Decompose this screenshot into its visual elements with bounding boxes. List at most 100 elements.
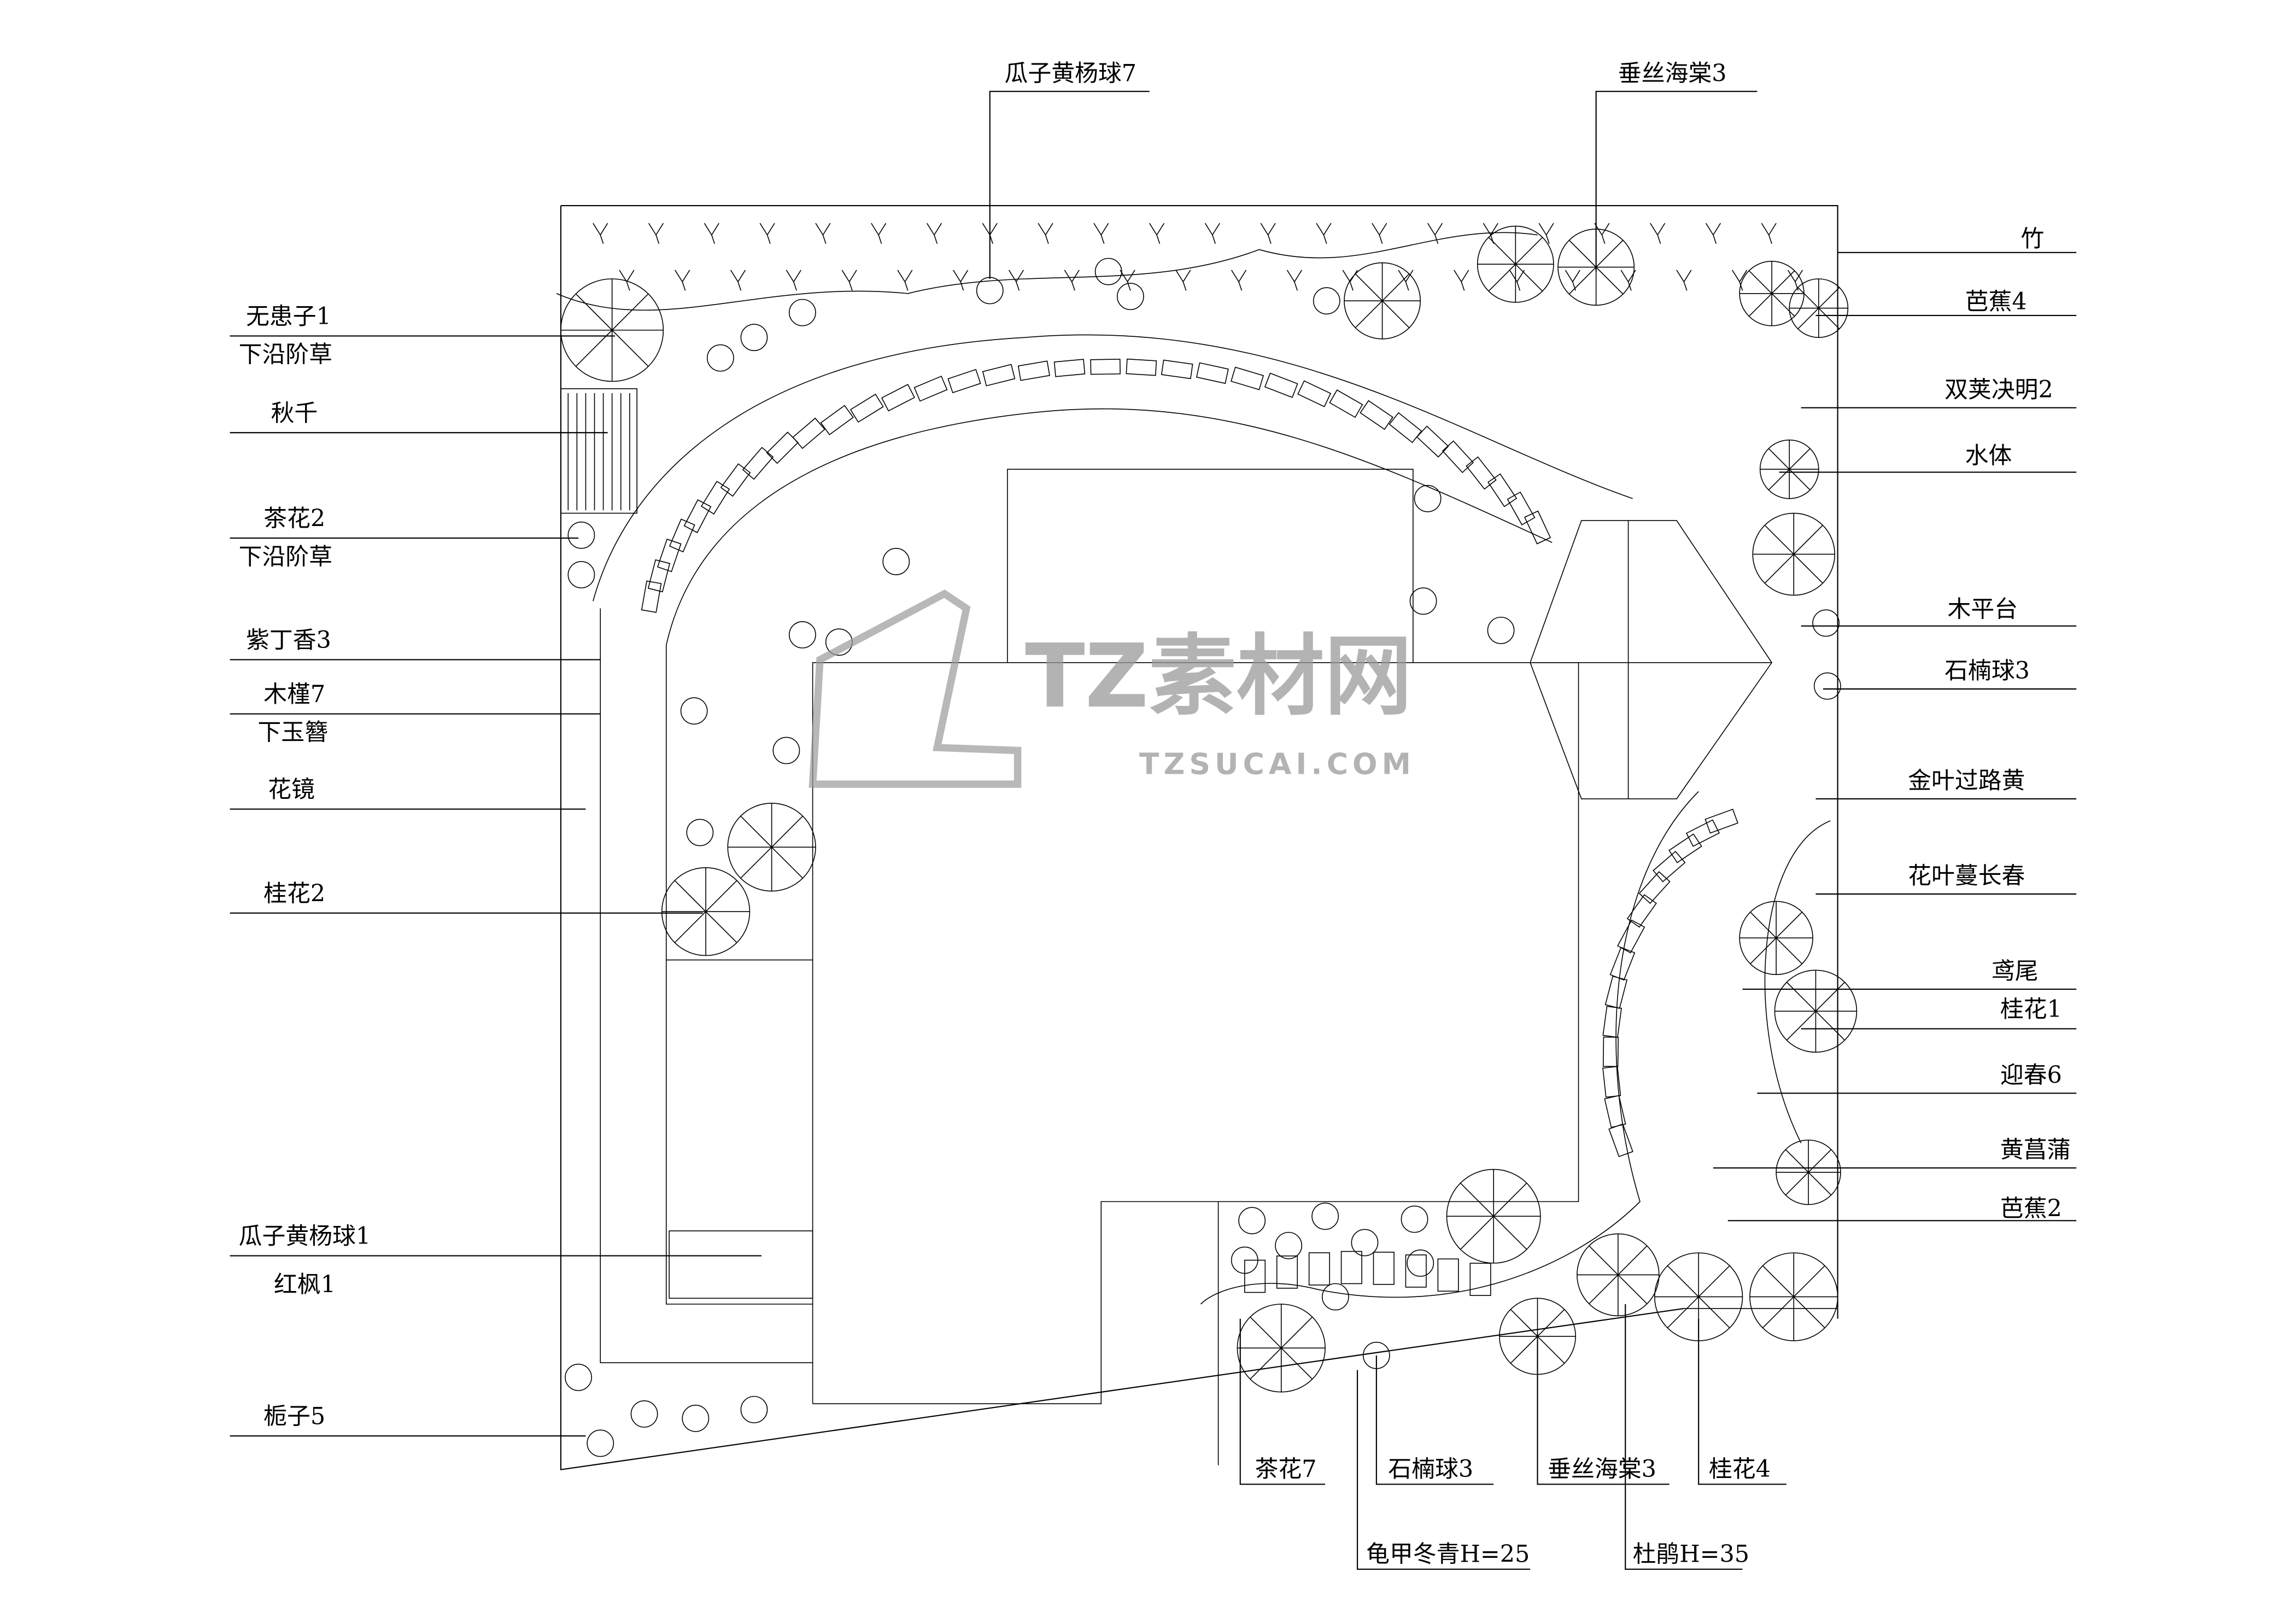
groundcover-mark: [1064, 270, 1080, 291]
groundcover-mark: [1538, 223, 1554, 244]
groundcover-mark: [759, 223, 775, 244]
tree-symbol: [1344, 262, 1421, 340]
groundcover-mark: [841, 270, 857, 291]
groundcover-mark: [648, 223, 664, 244]
groundcover-mark: [1342, 270, 1358, 291]
label-right-5: 石楠球3: [1944, 657, 2030, 685]
shrub-symbol: [1812, 609, 1840, 637]
shrub-symbol: [1407, 1249, 1434, 1277]
groundcover-mark: [897, 270, 913, 291]
label-hongfeng: 红枫1: [274, 1271, 336, 1299]
tree-symbol: [1577, 1233, 1660, 1317]
groundcover-mark: [1787, 270, 1803, 291]
label-right-1: 芭蕉4: [1965, 288, 2027, 316]
groundcover-mark: [926, 223, 942, 244]
shrub-symbol: [1238, 1207, 1266, 1235]
tree-symbol: [727, 803, 816, 892]
label-right-11: 黄菖蒲: [2000, 1136, 2071, 1164]
groundcover-mark: [1427, 223, 1443, 244]
label-yanjiecao-2: 下沿阶草: [239, 543, 332, 570]
label-yanjiecao-1: 下沿阶草: [239, 341, 332, 369]
label-guijiadongqing: 龟甲冬青H=25: [1366, 1540, 1530, 1568]
shrub-symbol: [567, 561, 595, 588]
groundcover-mark: [1761, 223, 1777, 244]
label-shinanqiu-bottom: 石楠球3: [1388, 1456, 1473, 1483]
shrub-symbol: [686, 819, 714, 846]
groundcover-mark: [1008, 270, 1024, 291]
shrub-symbol: [567, 521, 595, 549]
shrub-symbol: [1409, 587, 1437, 615]
label-right-9: 桂花1: [2000, 996, 2062, 1023]
groundcover-mark: [1650, 223, 1666, 244]
label-chuisihaitang-bottom: 垂丝海棠3: [1548, 1456, 1656, 1483]
label-guazihuangyang-1: 瓜子黄杨球1: [239, 1223, 371, 1250]
groundcover-mark: [1620, 270, 1636, 291]
groundcover-mark: [1565, 270, 1580, 291]
groundcover-mark: [1149, 223, 1165, 244]
label-right-8: 鸢尾: [1992, 957, 2039, 985]
swing-deck: [560, 388, 637, 514]
shrub-symbol: [706, 344, 734, 372]
tree-symbol: [1749, 1252, 1838, 1341]
groundcover-mark: [1175, 270, 1191, 291]
label-chahua-7: 茶花7: [1255, 1456, 1317, 1483]
watermark: TZ素材网 TZSUCAI.COM: [809, 589, 1412, 788]
shrub-symbol: [1275, 1231, 1303, 1259]
stepping-stones: [641, 358, 1738, 1296]
tree-symbol: [1739, 901, 1813, 975]
site-boundary: [560, 205, 1838, 1470]
label-right-3: 水体: [1965, 442, 2012, 470]
shrub-symbol: [882, 548, 910, 575]
groundcover-mark: [1372, 223, 1387, 244]
label-guihua-2: 桂花2: [263, 880, 325, 907]
groundcover-mark: [1093, 223, 1109, 244]
groundcover-mark: [1038, 223, 1053, 244]
shrub-symbol: [1351, 1229, 1379, 1257]
label-wuhuanzi: 无患子1: [246, 303, 331, 330]
tree-symbol: [1237, 1304, 1326, 1393]
label-guazihuangyang-7: 瓜子黄杨球7: [1005, 60, 1137, 87]
groundcover-mark: [675, 270, 690, 291]
bottom-callouts: 茶花7 石楠球3 垂丝海棠3 桂花4 龟甲冬青H=25 杜鹃H=35: [1239, 1304, 1787, 1570]
shrub-symbol: [565, 1364, 592, 1391]
shrub-symbols: [565, 223, 1841, 1457]
left-callouts: 无患子1 下沿阶草 秋千 茶花2 下沿阶草 紫丁香3 木槿7 下玉簪 花镜 桂花…: [230, 303, 762, 1437]
label-right-10: 迎春6: [2000, 1062, 2062, 1089]
shrub-symbol: [788, 621, 816, 649]
groundcover-mark: [1316, 223, 1332, 244]
groundcover-mark: [704, 223, 719, 244]
groundcover-mark: [1676, 270, 1692, 291]
watermark-logo-text: TZ素材网: [1025, 625, 1412, 727]
label-right-6: 金叶过路黄: [1908, 767, 2025, 795]
groundcover-mark: [1509, 270, 1525, 291]
shrub-symbol: [1487, 616, 1515, 644]
label-chuisihaitang-top: 垂丝海棠3: [1618, 60, 1727, 87]
groundcover-mark: [1483, 223, 1498, 244]
groundcover-mark: [1398, 270, 1414, 291]
shrub-symbol: [772, 737, 800, 764]
label-swing: 秋千: [271, 400, 318, 427]
groundcover-mark: [1260, 223, 1276, 244]
shrub-symbol: [630, 1400, 658, 1428]
tree-symbol: [1477, 225, 1554, 303]
right-callouts: 竹芭蕉4双荚决明2水体木平台石楠球3金叶过路黄花叶蔓长春鸢尾桂花1迎春6黄菖蒲芭…: [1713, 225, 2077, 1222]
tree-symbol: [1446, 1169, 1541, 1264]
tree-symbol: [1739, 261, 1805, 326]
tree-symbol: [1776, 1140, 1841, 1205]
shrub-symbol: [1311, 1202, 1339, 1230]
label-zhizi: 栀子5: [263, 1403, 325, 1430]
groundcover-mark: [1204, 223, 1220, 244]
label-huajing: 花镜: [268, 776, 315, 803]
groundcover-mark: [619, 270, 635, 291]
shrub-symbol: [680, 697, 708, 725]
shrub-symbol: [1116, 283, 1144, 311]
label-right-2: 双荚决明2: [1944, 376, 2053, 404]
shrub-symbol: [1813, 672, 1841, 700]
groundcover-mark: [871, 223, 887, 244]
shrub-symbol: [740, 324, 768, 352]
shrub-symbol: [1414, 484, 1442, 512]
label-yuzan: 下玉簪: [257, 719, 328, 746]
label-right-7: 花叶蔓长春: [1908, 862, 2025, 890]
tree-symbol: [661, 867, 751, 956]
